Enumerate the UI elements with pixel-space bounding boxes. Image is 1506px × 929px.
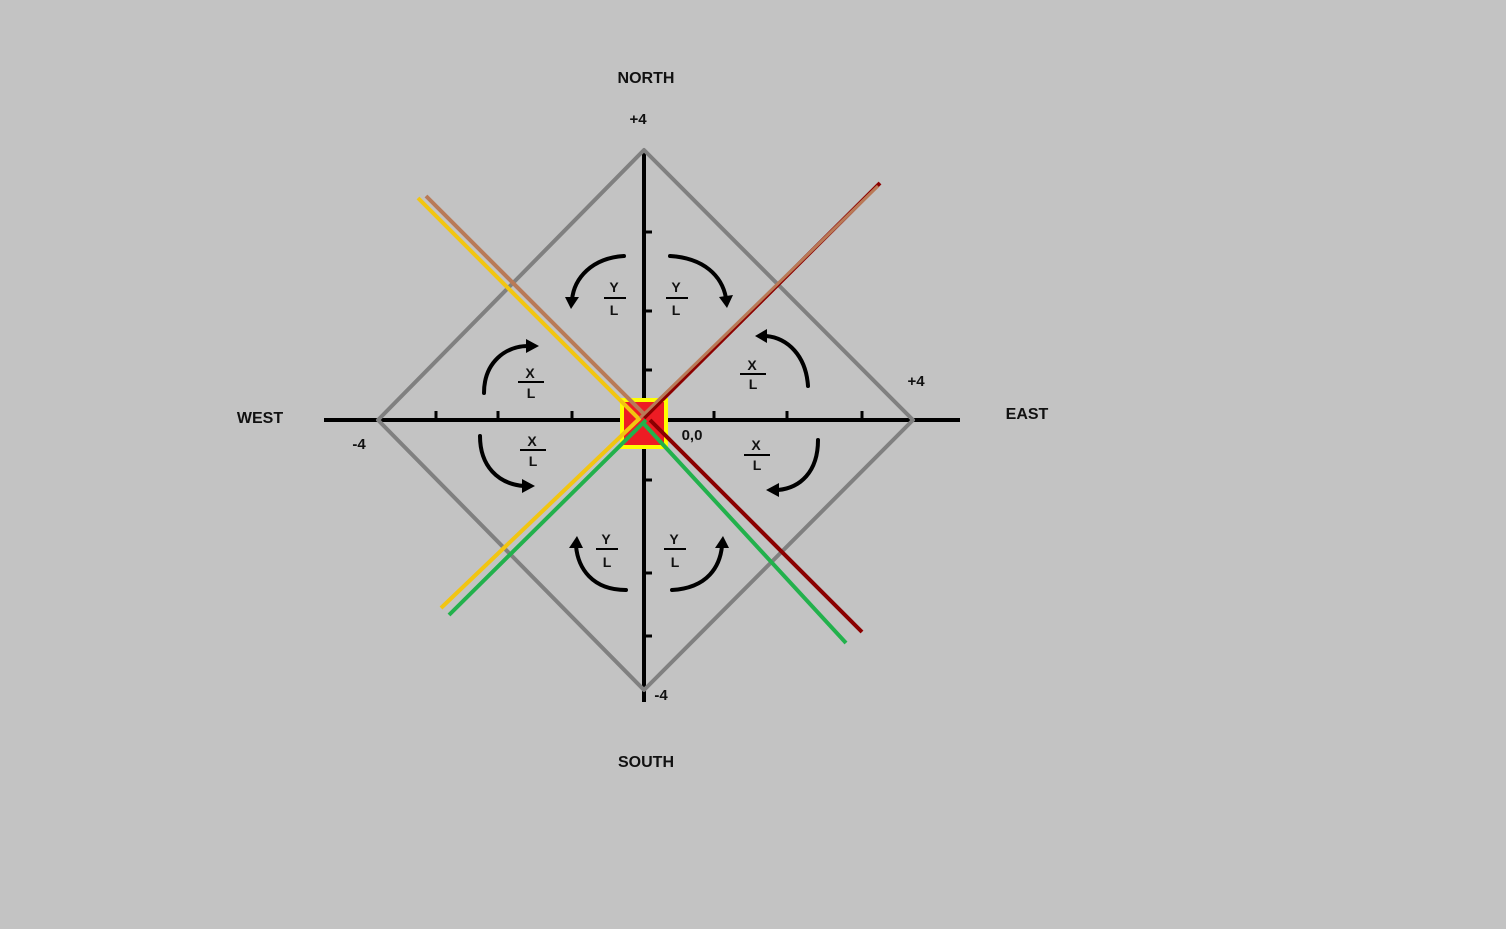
fraction-ne: Y L xyxy=(666,279,688,318)
arrow-wn xyxy=(482,344,530,395)
south-label: SOUTH xyxy=(618,754,674,771)
diamond-boundary xyxy=(376,148,915,692)
tan-line-nw xyxy=(424,194,648,418)
arrow-ne xyxy=(668,254,728,300)
fraction-numerator: Y xyxy=(671,279,681,295)
fraction-numerator: Y xyxy=(609,279,619,295)
fraction-numerator: X xyxy=(747,357,757,373)
arrow-se xyxy=(670,544,724,592)
arrow-es xyxy=(776,438,820,492)
arrow-sw xyxy=(574,544,628,592)
yellow-line-sw xyxy=(439,416,642,610)
fraction-en: X L xyxy=(740,357,766,392)
green-line-sw xyxy=(447,418,648,617)
arrow-nw xyxy=(570,254,626,302)
fraction-ws: X L xyxy=(520,433,546,469)
fraction-numerator: Y xyxy=(669,531,679,547)
tan-line-ne xyxy=(638,184,880,420)
arrow-en xyxy=(764,334,810,388)
fraction-denominator: L xyxy=(527,385,536,401)
axis-ticks xyxy=(434,230,864,638)
fraction-numerator: Y xyxy=(601,531,611,547)
fraction-denominator: L xyxy=(603,554,612,570)
origin-label: 0,0 xyxy=(682,427,703,444)
right-value-label: +4 xyxy=(907,373,925,390)
fraction-denominator: L xyxy=(672,302,681,318)
fraction-denominator: L xyxy=(529,453,538,469)
fraction-nw: Y L xyxy=(604,279,626,318)
fraction-denominator: L xyxy=(671,554,680,570)
yellow-line-nw xyxy=(416,196,642,422)
fraction-denominator: L xyxy=(610,302,619,318)
west-label: WEST xyxy=(237,410,283,427)
east-label: EAST xyxy=(1006,406,1049,423)
fraction-sw: Y L xyxy=(596,531,618,570)
dark-red-line-se xyxy=(648,418,864,634)
left-value-label: -4 xyxy=(352,436,366,453)
fraction-denominator: L xyxy=(753,457,762,473)
fraction-denominator: L xyxy=(749,376,758,392)
fraction-wn: X L xyxy=(518,365,544,401)
green-line-se xyxy=(642,422,848,645)
arrow-ws xyxy=(478,434,526,488)
north-label: NORTH xyxy=(618,70,675,87)
fraction-numerator: X xyxy=(527,433,537,449)
fraction-numerator: X xyxy=(525,365,535,381)
fraction-se: Y L xyxy=(664,531,686,570)
top-value-label: +4 xyxy=(629,111,647,128)
fraction-numerator: X xyxy=(751,437,761,453)
fraction-es: X L xyxy=(744,437,770,473)
bottom-value-label: -4 xyxy=(654,687,668,704)
rotation-arrows xyxy=(478,254,820,592)
